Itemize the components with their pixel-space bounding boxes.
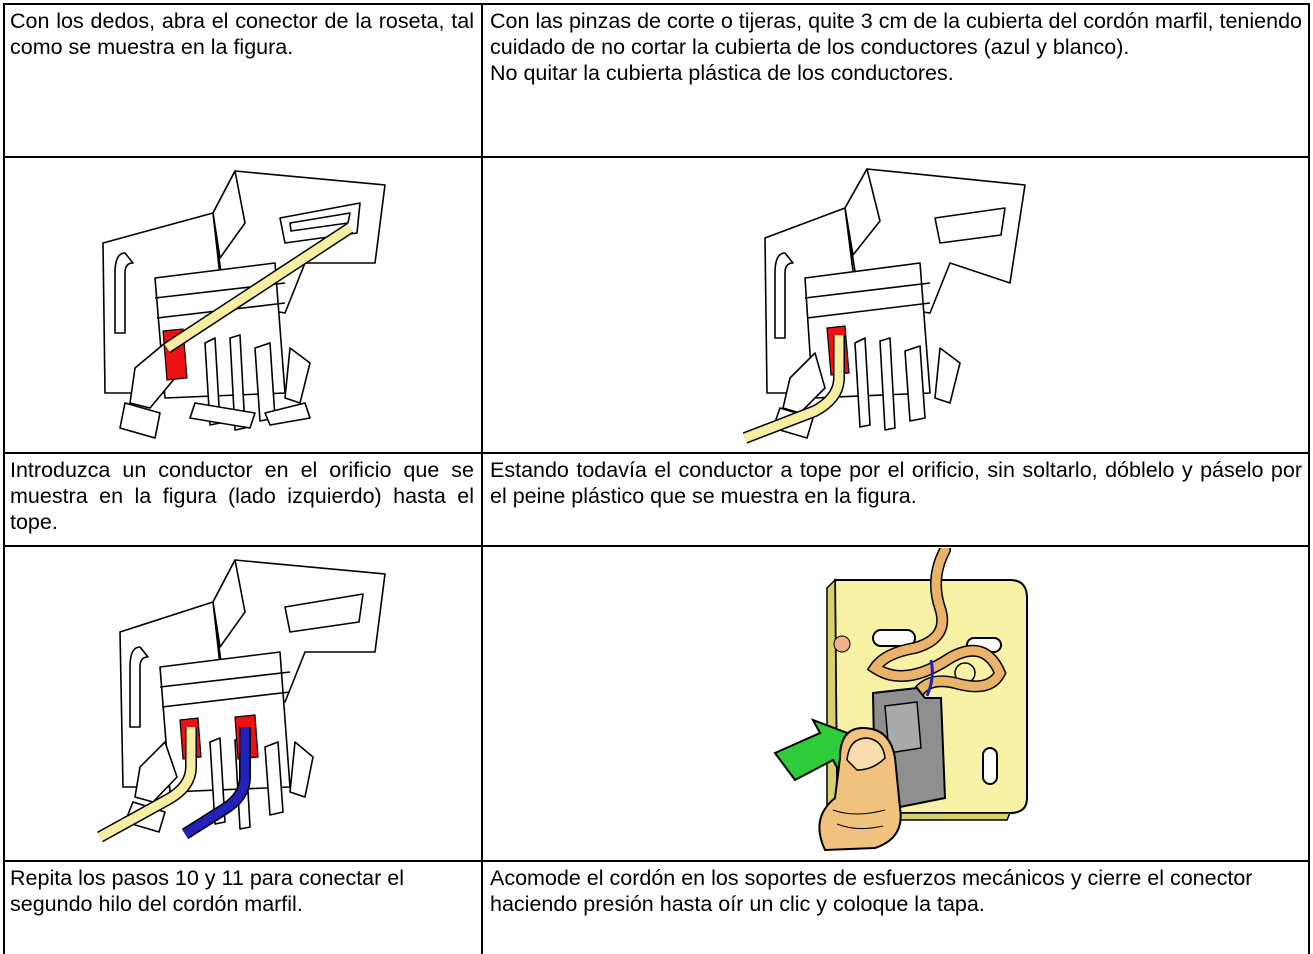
table-border-top [3,3,1310,5]
step-paragraph: Con las pinzas de corte o tijeras, quite… [490,9,1302,59]
step-text-bend-conductor: Estando todavía el conductor a tope por … [490,458,1302,508]
connector-open-figure [102,170,386,439]
table-row-divider [3,452,1310,454]
step-text-close-connector: Acomode el cordón en los soportes de esf… [490,866,1253,916]
step-text-strip-cord: Con las pinzas de corte o tijeras, quite… [490,8,1302,86]
table-row-divider [3,545,1310,547]
table-column-divider [481,3,483,954]
both-wires-connected-figure [97,559,386,843]
wire-bent-comb-figure [742,168,1026,444]
closing-connector-figure [773,548,1028,852]
table-row-divider [3,860,1310,862]
table-row-divider [3,156,1310,158]
step-paragraph-note: No quitar la cubierta plástica de los co… [490,61,954,85]
table-border-left [3,3,5,954]
table-border-right [1308,3,1310,954]
step-text-open-connector: Con los dedos, abra el conector de la ro… [10,9,474,59]
step-text-insert-conductor: Introduzca un conductor en el orificio q… [10,458,474,534]
step-text-repeat-second-wire: Repita los pasos 10 y 11 para conectar e… [10,866,405,916]
